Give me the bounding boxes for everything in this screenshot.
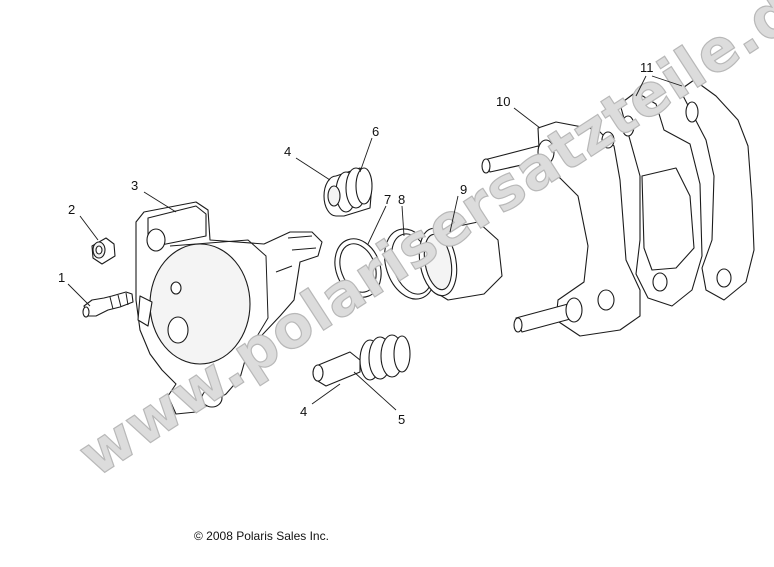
- leader-2: [79, 215, 99, 241]
- leader-10: [513, 107, 541, 129]
- leader-4b: [311, 383, 341, 405]
- leader-11a: [635, 75, 647, 97]
- callout-9: 9: [460, 182, 467, 197]
- copyright-notice: © 2008 Polaris Sales Inc.: [194, 529, 329, 543]
- leader-11b: [651, 75, 683, 87]
- leader-7: [367, 205, 387, 245]
- guide-pin-and-boot: [312, 334, 411, 387]
- piston-seal: [334, 238, 382, 298]
- brake-pads: [619, 79, 755, 307]
- callout-7: 7: [384, 192, 391, 207]
- leader-4a: [295, 157, 331, 181]
- boot-upper: [323, 167, 373, 217]
- bleeder-screw: [82, 291, 134, 318]
- bushing: [91, 237, 116, 265]
- leader-8: [401, 205, 405, 237]
- callout-3: 3: [131, 178, 138, 193]
- callout-8: 8: [398, 192, 405, 207]
- leader-1: [67, 283, 91, 307]
- callout-6: 6: [372, 124, 379, 139]
- caliper-body: [135, 201, 323, 415]
- caliper-bracket: [481, 121, 641, 337]
- callout-11: 11: [640, 60, 654, 75]
- leader-6: [359, 137, 373, 173]
- callout-2: 2: [68, 202, 75, 217]
- callout-10: 10: [496, 94, 510, 109]
- leader-3: [143, 191, 177, 213]
- callout-1: 1: [58, 270, 65, 285]
- leader-9: [449, 195, 459, 233]
- leader-5: [353, 371, 397, 411]
- callout-5: 5: [398, 412, 405, 427]
- callout-4-lower: 4: [300, 404, 307, 419]
- callout-4-upper: 4: [284, 144, 291, 159]
- piston: [418, 221, 503, 301]
